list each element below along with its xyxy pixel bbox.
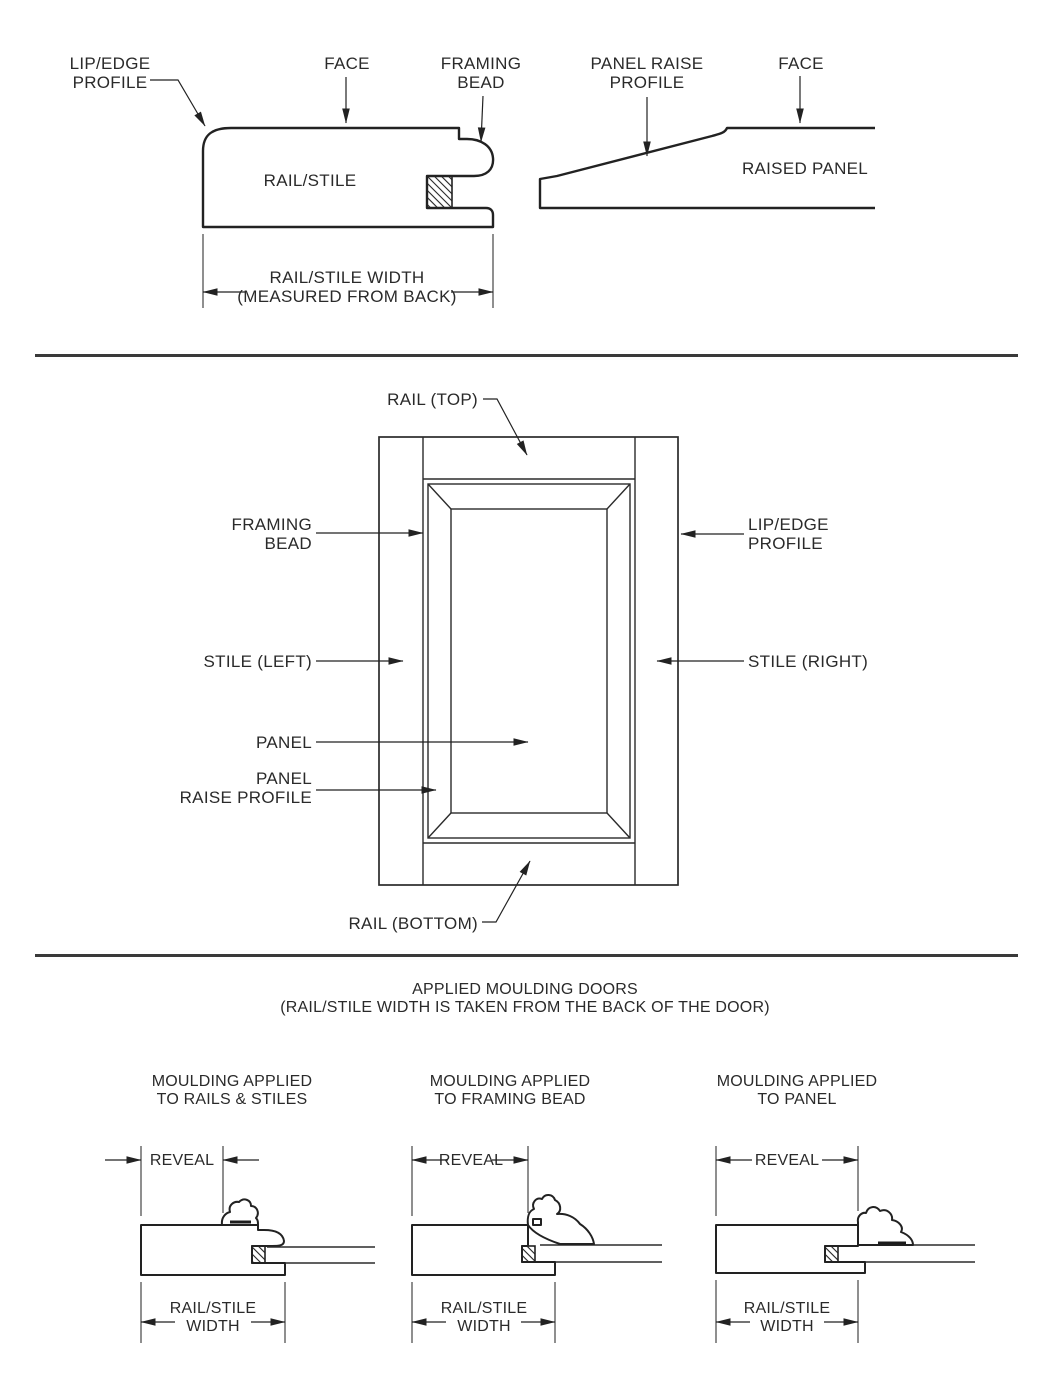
miter-bottom-right xyxy=(606,812,631,839)
label-rail-top: RAIL (TOP) xyxy=(387,390,478,409)
label-face-left: FACE xyxy=(324,54,370,73)
diagram3-rail-profile xyxy=(715,1224,866,1274)
door-outline xyxy=(378,436,679,886)
label-rail-stile: RAIL/STILE xyxy=(263,171,357,190)
lip-edge-leader-arrow xyxy=(150,79,206,127)
label-rail-stile-width: RAIL/STILE WIDTH (MEASURED FROM BACK) xyxy=(237,268,457,306)
diagram3-moulding-panel xyxy=(715,1146,975,1343)
diagram3-moulding-shape xyxy=(856,1206,914,1246)
diagram1-reveal-label: REVEAL xyxy=(149,1152,215,1169)
miter-bottom-left xyxy=(427,812,452,839)
diagram2-moulding-shape xyxy=(526,1194,595,1245)
diagram3-title: MOULDING APPLIED TO PANEL xyxy=(716,1073,878,1108)
moulding-diagrams-drawing xyxy=(105,1146,975,1343)
rail-top-leader-arrow xyxy=(483,398,528,456)
diagram1-moulding-shape xyxy=(220,1198,259,1226)
label-panel: PANEL xyxy=(256,733,312,752)
section-divider-top xyxy=(35,354,1018,357)
framing-bead-leader-arrow xyxy=(477,95,486,143)
label-lip-edge-profile: LIP/EDGE PROFILE xyxy=(69,54,151,92)
label-framing-bead-mid: FRAMING BEAD xyxy=(231,515,312,553)
label-stile-right: STILE (RIGHT) xyxy=(748,652,869,671)
section-divider-bottom xyxy=(35,954,1018,957)
diagram3-reveal-label: REVEAL xyxy=(754,1152,820,1169)
diagram3-width-label: RAIL/STILE WIDTH xyxy=(743,1300,831,1335)
framing-bead-frame xyxy=(427,483,631,839)
label-stile-left: STILE (LEFT) xyxy=(203,652,312,671)
diagram1-moulding-rails-stiles xyxy=(105,1146,375,1343)
panel-flat-area xyxy=(450,508,608,814)
rail-bottom-leader-arrow xyxy=(482,860,531,923)
diagram3-bead-hatch xyxy=(824,1245,839,1263)
diagram1-title: MOULDING APPLIED TO RAILS & STILES xyxy=(151,1073,313,1108)
framing-bead-hatch xyxy=(426,175,453,209)
rail-stile-profile-shape xyxy=(201,126,495,229)
miter-top-right xyxy=(606,483,631,510)
label-panel-raise-mid: PANEL RAISE PROFILE xyxy=(179,769,312,807)
diagram2-bead-hatch xyxy=(521,1245,536,1263)
diagram2-moulding-framing-bead xyxy=(411,1146,662,1343)
label-face-right: FACE xyxy=(778,54,824,73)
label-framing-bead-top: FRAMING BEAD xyxy=(440,54,522,92)
profile-section-drawing xyxy=(150,76,875,308)
diagram1-bead-hatch xyxy=(251,1245,266,1264)
label-raised-panel: RAISED PANEL xyxy=(741,159,869,178)
diagram2-title: MOULDING APPLIED TO FRAMING BEAD xyxy=(429,1073,591,1108)
diagram2-width-label: RAIL/STILE WIDTH xyxy=(440,1300,528,1335)
applied-moulding-title: APPLIED MOULDING DOORS (RAIL/STILE WIDTH… xyxy=(280,981,770,1016)
raised-panel-profile-shape xyxy=(538,126,875,210)
diagram1-width-label: RAIL/STILE WIDTH xyxy=(169,1300,257,1335)
label-panel-raise-profile-top: PANEL RAISE PROFILE xyxy=(590,54,704,92)
miter-top-left xyxy=(427,483,452,510)
label-rail-bottom: RAIL (BOTTOM) xyxy=(348,914,478,933)
diagram2-reveal-label: REVEAL xyxy=(438,1152,504,1169)
door-front-view-drawing xyxy=(316,398,744,923)
diagram2-moulding-foot xyxy=(532,1218,542,1226)
label-lip-edge-mid: LIP/EDGE PROFILE xyxy=(748,515,829,553)
